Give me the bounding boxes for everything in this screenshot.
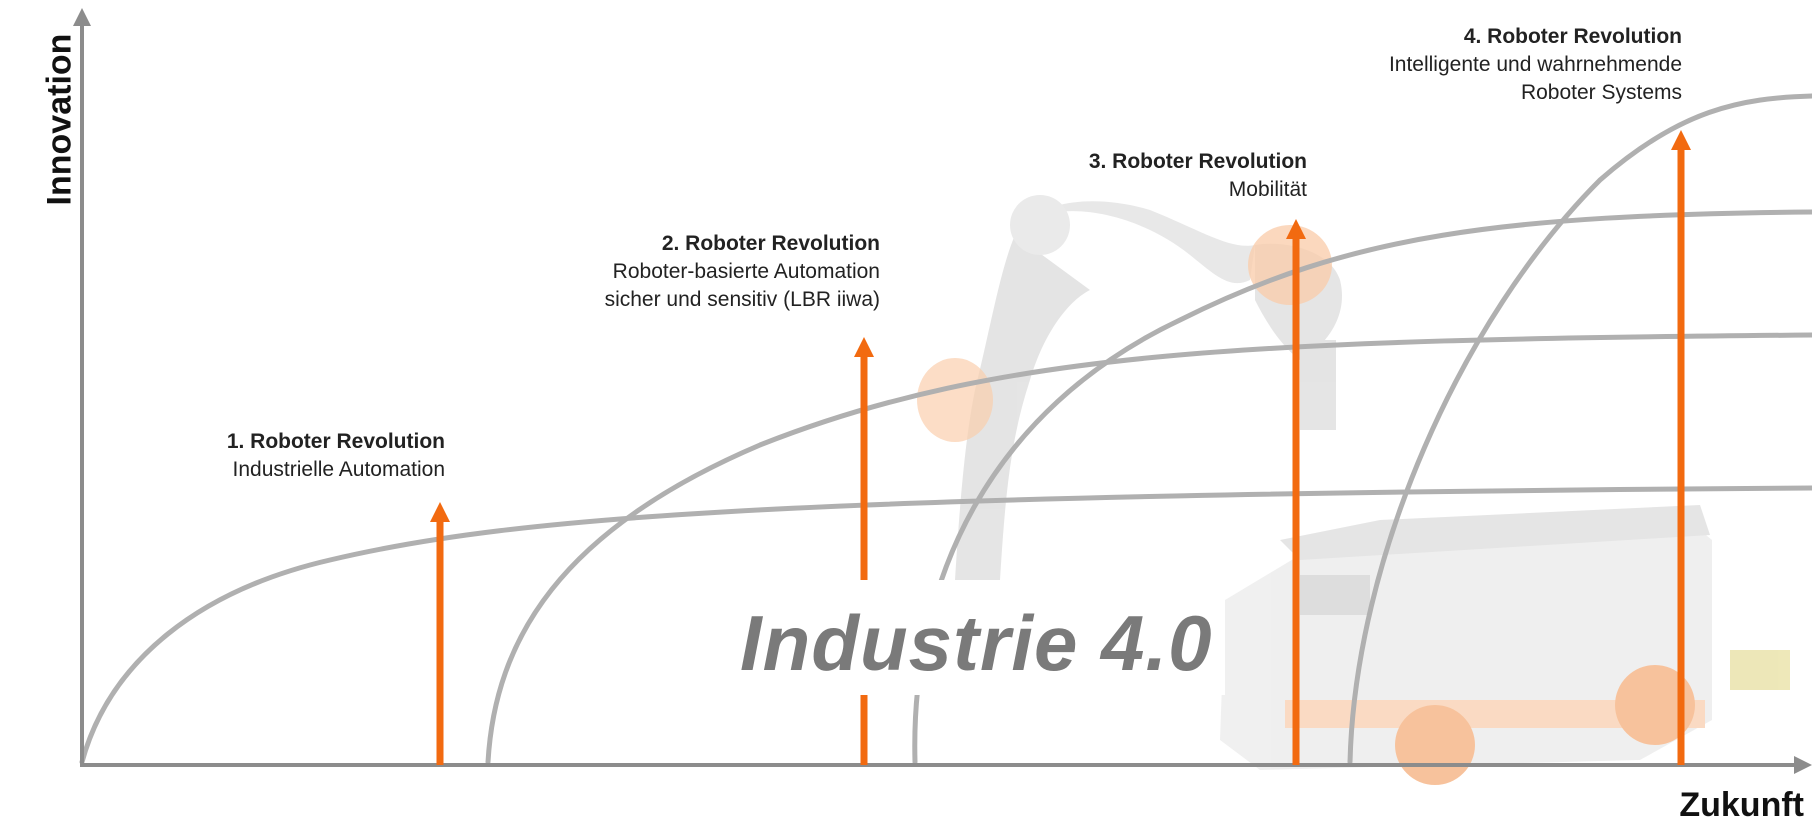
revolution-title: 2. Roboter Revolution xyxy=(661,232,880,255)
revolution-title: 1. Roboter Revolution xyxy=(226,430,445,453)
curve-2 xyxy=(485,332,1812,765)
revolution-desc: Intelligente und wahrnehmende xyxy=(1388,53,1682,76)
revolution-3-label: 3. Roboter Revolution Mobilität xyxy=(1089,148,1307,204)
robot-arm-image xyxy=(917,195,1342,580)
x-axis-arrowhead xyxy=(1794,756,1812,774)
arrow-2 xyxy=(854,337,874,765)
center-title: Industrie 4.0 xyxy=(740,599,1213,687)
curve-4 xyxy=(1347,93,1812,765)
y-axis-arrowhead xyxy=(73,8,91,26)
revolution-title: 3. Roboter Revolution xyxy=(1088,150,1307,173)
y-axis-title: Innovation xyxy=(40,33,79,206)
revolution-desc: Roboter-basierte Automation xyxy=(612,260,880,283)
center-title-backing xyxy=(735,580,1225,695)
revolution-desc: Industrielle Automation xyxy=(232,458,445,481)
x-axis-title: Zukunft xyxy=(1679,786,1804,824)
arrow-4 xyxy=(1671,130,1691,765)
revolution-4-label: 4. Roboter Revolution Intelligente und w… xyxy=(1389,23,1682,107)
curve-1 xyxy=(79,485,1812,765)
revolution-arrows xyxy=(430,130,1691,765)
arrow-3 xyxy=(1286,219,1306,765)
revolution-title: 4. Roboter Revolution xyxy=(1463,25,1682,48)
arrow-1 xyxy=(430,502,450,765)
revolution-2-label: 2. Roboter Revolution Roboter-basierte A… xyxy=(605,230,880,314)
revolution-desc: Mobilität xyxy=(1228,178,1307,201)
revolution-desc: Roboter Systems xyxy=(1520,81,1682,104)
axes xyxy=(73,8,1812,774)
revolution-desc: sicher und sensitiv (LBR iiwa) xyxy=(604,288,880,311)
revolution-1-label: 1. Roboter Revolution Industrielle Autom… xyxy=(227,428,445,484)
mobile-platform-image xyxy=(1220,505,1790,785)
